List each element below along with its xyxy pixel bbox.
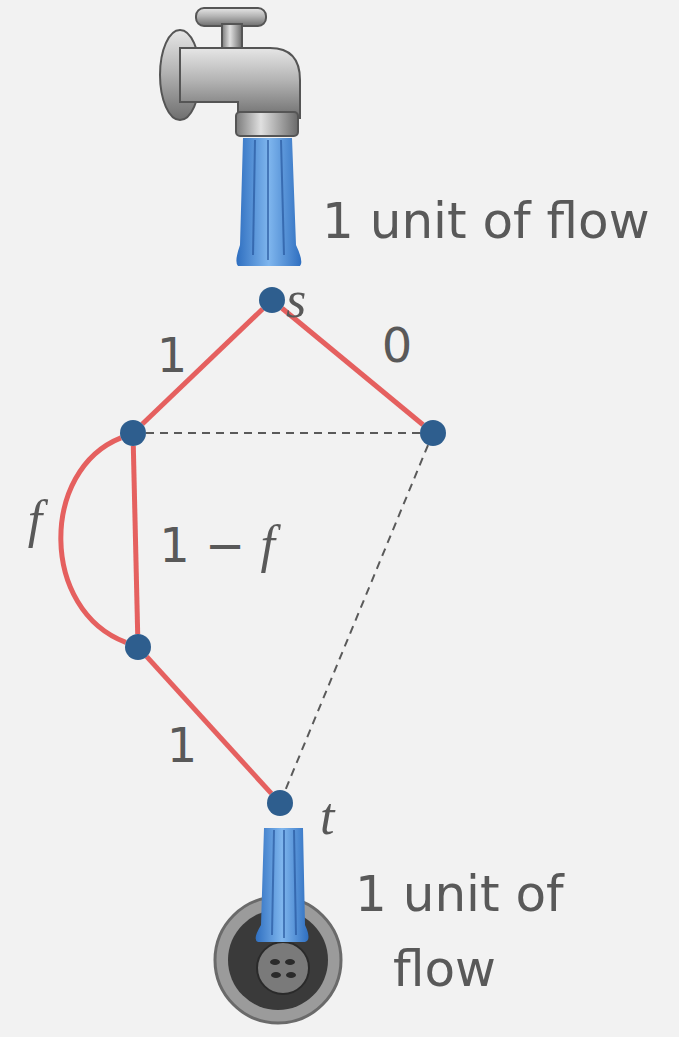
faucet-body [180, 48, 300, 118]
edge-flow-value: 1 − f [159, 519, 275, 571]
drain-slot [286, 972, 296, 978]
water-stream [236, 138, 301, 266]
flow-edge [142, 309, 262, 424]
graph-vertex [120, 420, 146, 446]
math-variable: f [28, 491, 42, 548]
faucet-stem [222, 24, 242, 50]
drain-slot [271, 972, 281, 978]
drain-slots [270, 959, 296, 978]
drain-slot [270, 959, 280, 965]
math-variable: f [260, 516, 274, 573]
edge-flow-value: 1 [167, 719, 198, 771]
edge-flow-value: 1 [157, 329, 188, 381]
water-stream [256, 828, 309, 942]
faucet-nozzle [236, 112, 298, 136]
water-ripples [272, 830, 296, 938]
graph-vertex [125, 634, 151, 660]
edge-flow-value: 0 [382, 319, 413, 371]
drain-slot [285, 959, 295, 965]
flow-note: 1 unit of flow [355, 857, 593, 1007]
unused-edge [146, 432, 420, 434]
water-ripples [253, 140, 284, 260]
faucet [160, 8, 300, 136]
graph-vertex: t [267, 790, 293, 816]
drain-plate [257, 942, 309, 994]
flow-edge [133, 446, 137, 634]
edge-flow-value: f [28, 494, 42, 546]
graph-vertex [420, 420, 446, 446]
vertex-label: s [286, 274, 306, 326]
flow-edge [147, 657, 271, 794]
water-column [236, 138, 301, 266]
flow-note: 1 unit of flow [322, 196, 650, 246]
water-column [256, 828, 309, 942]
unused-edge [285, 445, 428, 791]
vertex-label: t [320, 791, 334, 843]
flow-edge [61, 438, 126, 643]
graph-vertex: s [259, 287, 285, 313]
